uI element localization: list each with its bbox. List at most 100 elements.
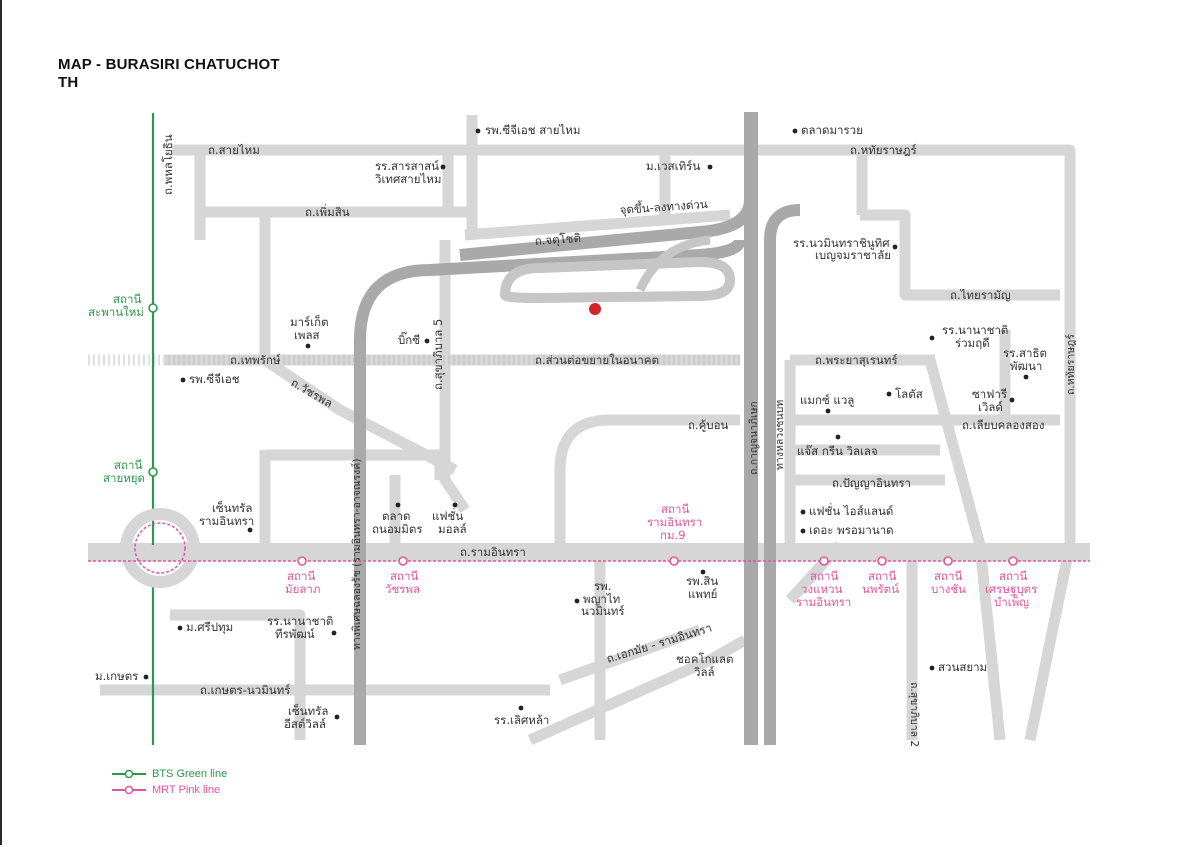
mrt-watcharaphon-label-a: สถานี xyxy=(390,569,418,583)
road-label-saimai: ถ.สายไหม xyxy=(208,143,260,157)
expressway-vertical xyxy=(744,112,758,745)
poi-navamin-a: รร.นวมินทราชินูทิศ xyxy=(793,236,890,250)
bts-saphanmai-label-b: สะพานใหม่ xyxy=(88,305,144,319)
road-left-mid xyxy=(265,449,446,545)
poi-kaset: ม.เกษตร xyxy=(95,669,138,683)
project-location-marker[interactable] xyxy=(589,303,601,315)
poi-talad-b: ถนอมมิตร xyxy=(372,522,423,536)
road-label-ramindra: ถ.รามอินทรา xyxy=(460,545,526,559)
poi-school-b: วิเทศสายไหม xyxy=(374,172,441,186)
road-khubon xyxy=(554,414,1060,545)
poi-central-a: เซ็นทรัล xyxy=(212,500,252,515)
mrt-watcharaphon-label-b: วัชรพล xyxy=(385,582,420,596)
mrt-mayalap-label-a: สถานี xyxy=(287,569,315,583)
legend-bts: BTS Green line xyxy=(112,766,227,782)
road-ramp xyxy=(464,209,731,241)
poi-nat-d: ทีรพัฒน์ xyxy=(275,627,315,641)
poi-central-east-b: อีสต์วิลล์ xyxy=(284,717,326,731)
road-label-thaiyarak: ถ.ไทยรามัญ xyxy=(950,288,1011,302)
expressway-main xyxy=(354,238,746,745)
road-label-extension: ถ.ส่วนต่อขยายในอนาคต xyxy=(535,353,659,367)
mrt-noppharat-label-a: สถานี xyxy=(868,569,896,583)
mrt-km9-label-b: รามอินทรา xyxy=(647,515,702,529)
expressway-right-curve xyxy=(764,204,801,745)
poi-hosp-e: แพทย์ xyxy=(688,587,717,601)
road-label-phahon: ถ.พหลโยธิน xyxy=(161,134,175,195)
poi-lotus: โลตัส xyxy=(895,387,923,401)
expressway-ramp-top xyxy=(635,235,711,292)
poi-hosp-c: นวมินทร์ xyxy=(581,604,625,618)
legend-mrt-label: MRT Pink line xyxy=(152,784,221,796)
expressway xyxy=(354,199,801,745)
poi-jas: แจ๊ส กรีน วิลเลจ xyxy=(797,444,878,458)
roundabout-pink xyxy=(134,522,186,574)
bts-station-saiyud-marker xyxy=(148,467,158,477)
bts-saiyud-label-b: สายหยุด xyxy=(103,471,145,485)
poi-fashion-b: มอลล์ xyxy=(438,522,467,536)
poi-hosp-b: พญาไท xyxy=(583,592,620,606)
mrt-wongwaen-label-a: สถานี xyxy=(810,569,838,583)
mrt-mayalap-label-b: มัยลาภ xyxy=(285,582,320,596)
map-title-line2: TH xyxy=(58,74,79,91)
road-label-kanchana2: ทางหลวงชนบท xyxy=(774,400,786,470)
poi-navamin-b: เบญจมราชาลัย xyxy=(815,248,891,262)
map-legend: BTS Green line MRT Pink line xyxy=(112,766,227,798)
poi-chocolate-a: ชอคโกแลต xyxy=(676,652,733,666)
poi-safari-b: เวิลด์ xyxy=(978,400,1003,414)
road-thaiyarak xyxy=(860,209,1060,301)
poi-cgh: รพ.ซีจีเอช xyxy=(189,372,240,386)
poi-market: ตลาดมารวย xyxy=(801,123,863,137)
poi-central-east-a: เซ็นทรัล xyxy=(288,703,328,718)
poi-nat-a: รร.นานาชาติ xyxy=(942,323,1008,337)
mrt-bangchan-label-b: บางชัน xyxy=(931,582,966,596)
road-ramindra xyxy=(88,543,1090,561)
mrt-setthabut-label-b: เศรษฐบุตร xyxy=(985,582,1037,596)
poi-lertla: รร.เลิศหล้า xyxy=(494,713,549,727)
poi-chocolate-b: วิลล์ xyxy=(693,665,714,679)
road-label-phraya: ถ.พระยาสุเรนทร์ xyxy=(815,353,898,367)
bts-line xyxy=(148,113,195,745)
map-title: MAP - BURASIRI CHATUCHOT TH xyxy=(58,56,280,92)
poi-hosp-d: รพ.สิน xyxy=(686,574,718,588)
road-label-jatuchot: ถ.จตุโชติ xyxy=(534,231,581,248)
road-label-ramp: จุดขึ้น-ลงทางด่วน xyxy=(619,196,708,217)
legend-bts-label: BTS Green line xyxy=(152,768,228,780)
road-label-panya: ถ.ปัญญาอินทรา xyxy=(832,476,911,490)
poi-maxvalue: แมกซ์ แวลู xyxy=(800,393,854,407)
mrt-mayalap-marker xyxy=(297,556,307,566)
road-label-expressway: ทางพิเศษฉลองรัช (รามอินทรา-อาจณรงค์) xyxy=(350,459,363,650)
mrt-wongwaen-label-c: รามอินทรา xyxy=(796,595,851,609)
road-permsin xyxy=(194,150,470,240)
mrt-bangchan-marker xyxy=(943,556,953,566)
poi-satit-b: พัฒนา xyxy=(1010,359,1042,373)
road-label-watcharaphon: ถ.วัชรพล xyxy=(289,375,336,410)
mrt-setthabut-label-c: บำเพ็ญ xyxy=(994,594,1029,609)
road-right-box xyxy=(784,360,945,545)
poi-school-a: รร.สารสาสน์ xyxy=(375,159,439,173)
poi-central-b: รามอินทรา xyxy=(199,514,254,528)
mrt-watcharaphon-marker xyxy=(398,556,408,566)
poi-marketplace-a: มาร์เก็ต xyxy=(290,314,329,329)
poi-sripatum: ม.ศรีปทุม xyxy=(186,620,233,634)
poi-safari-a: ซาฟารี xyxy=(972,387,1007,401)
mrt-station-markers xyxy=(297,556,1018,566)
legend-mrt: MRT Pink line xyxy=(112,782,227,798)
bts-line-icon xyxy=(112,769,146,779)
road-label-kasetnawamin: ถ.เกษตร-นวมินทร์ xyxy=(200,683,290,697)
road-bottom-diag xyxy=(527,624,748,746)
road-label-kanchana: ถ.กาญจนาภิเษก xyxy=(748,401,760,475)
poi-western: ม.เวสเทิร์น xyxy=(646,159,700,173)
poi-promenade: เดอะ พรอมานาด xyxy=(809,523,894,537)
mrt-wongwaen-label-b: วงแหวน xyxy=(801,582,843,596)
poi-samitivej: รพ.ซีจีเอช สายไหม xyxy=(485,123,580,137)
mrt-km9-label-a: สถานี xyxy=(661,502,689,516)
bts-saphanmai-label-a: สถานี xyxy=(113,292,141,306)
map-title-line1: MAP - BURASIRI CHATUCHOT xyxy=(58,56,280,73)
mrt-km9-marker xyxy=(669,556,679,566)
poi-fashionisland: แฟชั่น ไอส์แลนด์ xyxy=(809,503,893,518)
mrt-line-icon xyxy=(112,785,146,795)
poi-suansiam: สวนสยาม xyxy=(938,660,987,674)
road-network xyxy=(100,115,1076,746)
poi-nat-c: รร.นานาชาติ xyxy=(267,614,333,628)
